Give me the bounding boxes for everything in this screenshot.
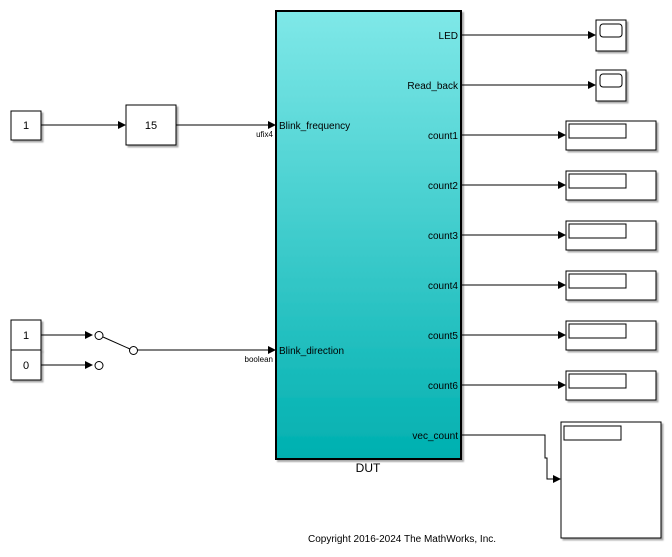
display-block-vec-count[interactable] <box>560 421 662 539</box>
output-port-label: Read_back <box>407 81 459 92</box>
gain-value: 15 <box>145 120 157 132</box>
display-readout <box>568 373 627 389</box>
switch-contact-icon <box>94 361 104 370</box>
dut-subsystem[interactable]: Blink_frequency Blink_direction LED Read… <box>275 10 462 460</box>
output-port-label: vec_count <box>412 431 458 442</box>
display-readout <box>568 273 627 289</box>
signal-type-label: boolean <box>245 355 273 364</box>
constant-value: 1 <box>23 330 29 342</box>
switch-output-icon <box>129 346 138 355</box>
signal-line[interactable] <box>461 434 561 483</box>
display-block-count2[interactable] <box>565 170 657 201</box>
switch-contact-icon <box>94 331 104 340</box>
output-port-label: count4 <box>428 281 458 292</box>
signal-type-label: ufix4 <box>256 130 273 139</box>
output-port-label: count6 <box>428 381 458 392</box>
scope-screen-icon <box>599 23 623 38</box>
constant-block-dir-1[interactable]: 1 <box>10 319 42 351</box>
constant-block-dir-0[interactable]: 0 <box>10 349 42 381</box>
scope-screen-icon <box>599 73 623 88</box>
scope-block-led[interactable] <box>595 19 627 52</box>
display-block-count4[interactable] <box>565 270 657 301</box>
output-port-label: LED <box>439 31 458 42</box>
display-readout <box>563 425 622 441</box>
display-readout <box>568 323 627 339</box>
output-port-label: count2 <box>428 181 458 192</box>
display-block-count3[interactable] <box>565 220 657 251</box>
input-port-label: Blink_direction <box>279 346 344 357</box>
manual-switch[interactable] <box>94 331 138 370</box>
output-port-label: count3 <box>428 231 458 242</box>
scope-block-readback[interactable] <box>595 69 627 102</box>
display-readout <box>568 173 627 189</box>
constant-value: 1 <box>23 120 29 132</box>
copyright-text: Copyright 2016-2024 The MathWorks, Inc. <box>308 534 496 545</box>
display-readout <box>568 223 627 239</box>
display-block-count5[interactable] <box>565 320 657 351</box>
switch-lever <box>102 336 131 350</box>
display-block-count6[interactable] <box>565 370 657 401</box>
output-port-label: count1 <box>428 131 458 142</box>
dut-block-name: DUT <box>356 461 381 475</box>
constant-block-freq[interactable]: 1 <box>10 110 42 141</box>
constant-value: 0 <box>23 360 29 372</box>
display-readout <box>568 123 627 139</box>
input-port-label: Blink_frequency <box>279 121 350 132</box>
gain-block[interactable]: 15 <box>125 104 177 146</box>
output-port-label: count5 <box>428 331 458 342</box>
display-block-count1[interactable] <box>565 120 657 151</box>
